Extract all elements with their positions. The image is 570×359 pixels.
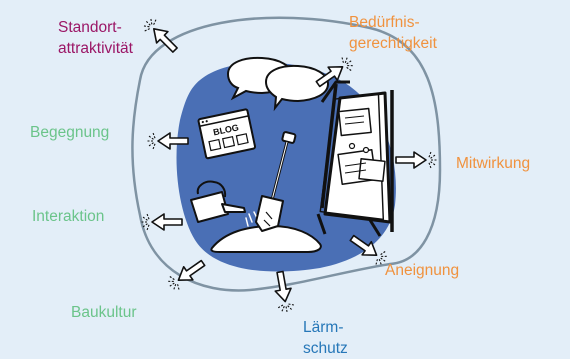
outer-outline [131,16,442,292]
arrow-aneignung [349,234,388,266]
arrow-baukultur [167,259,206,291]
label-beduerfnis-line2: gerechtigkeit [349,35,437,52]
label-baukultur: Baukultur [71,304,137,321]
notice-board-icon [316,80,394,237]
arrow-beduerfnis [315,56,354,88]
arrow-begegnung [147,132,189,150]
label-beduerfnis-line1: Bedürfnis- [349,14,420,31]
shovel-icon [255,131,297,232]
watering-can-icon [190,180,246,223]
arrow-standort [143,18,178,53]
label-standort-line2: attraktivität [58,40,133,57]
arrow-interaktion [141,213,183,231]
soil-mound [210,224,322,253]
blog-window-icon: BLOG [197,108,257,160]
arrow-laermschutz [274,270,295,313]
label-beduerfnisgerechtigkeit: Bedürfnis- gerechtigkeit [349,12,437,54]
label-laermschutz: Lärm- schutz [303,317,348,359]
arrows-group [141,18,437,313]
label-aneignung: Aneignung [385,262,460,279]
label-laermschutz-line2: schutz [303,340,348,357]
label-standortattraktivitaet: Standort- attraktivität [58,17,133,59]
label-mitwirkung: Mitwirkung [456,155,531,172]
label-standort-line1: Standort- [58,19,122,36]
label-laermschutz-line1: Lärm- [303,319,344,336]
speech-bubbles-icon [226,56,330,112]
label-begegnung: Begegnung [30,124,110,141]
arrow-mitwirkung [395,151,437,169]
label-interaktion: Interaktion [32,208,105,225]
